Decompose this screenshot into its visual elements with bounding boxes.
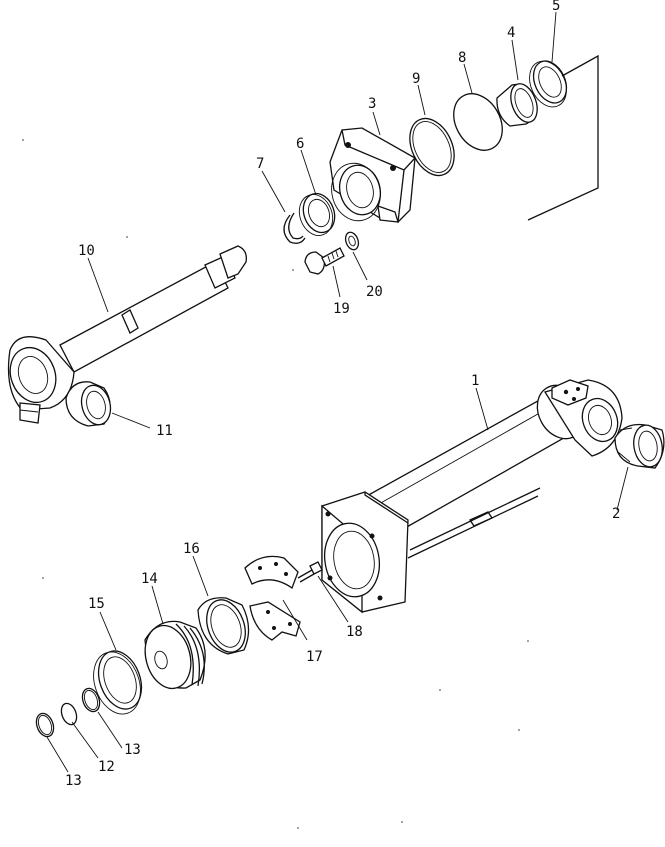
callout-9: 9 (412, 71, 420, 87)
cylinder-head-part (329, 127, 416, 223)
callout-11: 11 (156, 423, 173, 439)
callout-4: 4 (507, 25, 515, 41)
split-collar-part (244, 555, 301, 641)
piston-ring-part-b (81, 687, 101, 713)
rear-bushing-part (614, 423, 665, 469)
backup-ring-part (453, 93, 503, 151)
assembly-bracket-line (527, 54, 599, 221)
piston-seal-part (93, 650, 143, 715)
callout-18: 18 (346, 624, 363, 640)
leader-lines (46, 11, 629, 773)
cylinder-tube-part (321, 379, 623, 614)
rod-seal-part (298, 192, 336, 236)
callout-5: 5 (552, 0, 560, 14)
piston-part (144, 620, 206, 690)
scan-specks (22, 139, 529, 829)
callout-17: 17 (306, 649, 323, 665)
callout-1: 1 (471, 373, 479, 389)
bolt-part (304, 247, 345, 275)
callout-labels: 1 2 3 4 5 6 7 8 9 10 11 12 13 13 14 15 1… (65, 0, 620, 789)
rod-end-bushing-part (65, 381, 112, 427)
callout-12: 12 (98, 759, 115, 775)
callout-2: 2 (612, 506, 620, 522)
bushing-part (496, 83, 538, 127)
callout-19: 19 (333, 301, 350, 317)
callout-14: 14 (141, 571, 158, 587)
callout-10: 10 (78, 243, 95, 259)
callout-15: 15 (88, 596, 105, 612)
piston-rod-part (7, 245, 247, 424)
piston-ring-part-a (35, 712, 55, 738)
callout-20: 20 (366, 284, 383, 300)
callout-7: 7 (256, 156, 264, 172)
callout-16: 16 (183, 541, 200, 557)
callout-6: 6 (296, 136, 304, 152)
callout-13-upper: 13 (124, 742, 141, 758)
callout-8: 8 (458, 50, 466, 66)
cushion-ring-part (197, 597, 250, 655)
washer-part (344, 231, 360, 251)
snap-ring-part (283, 212, 306, 244)
wear-ring-part (60, 702, 78, 726)
screw-part (297, 561, 323, 583)
o-ring-part (409, 117, 455, 177)
callout-3: 3 (368, 96, 376, 112)
callout-13-lower: 13 (65, 773, 82, 789)
